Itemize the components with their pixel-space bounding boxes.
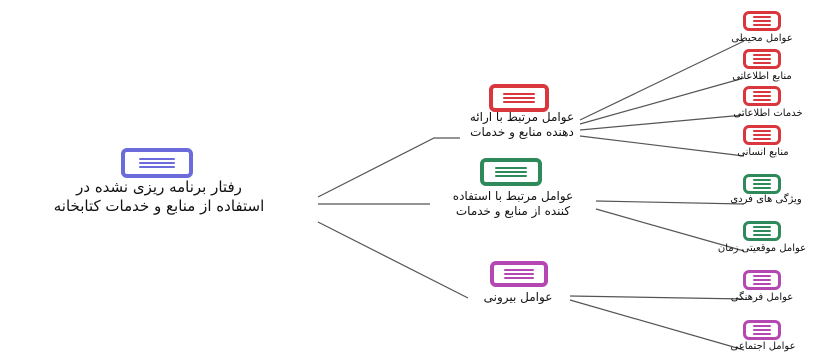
connector-line (579, 77, 745, 125)
connector-line (579, 40, 745, 121)
leaf-icon (743, 320, 781, 340)
connector-line (595, 208, 745, 252)
leaf-label: منابع انسانی (737, 147, 789, 158)
user-label-line-1: عوامل مرتبط با استفاده (452, 189, 574, 203)
supply-label-line-2: دهنده منابع و خدمات (470, 125, 574, 139)
user-node-icon (480, 158, 542, 186)
leaf-label: عوامل فرهنگی (730, 292, 794, 303)
leaf-icon (743, 270, 781, 290)
root-label-line-2: استفاده از منابع و خدمات کتابخانه (53, 196, 265, 215)
supply-label-line-1: عوامل مرتبط با ارائه (469, 110, 575, 124)
leaf-label: خدمات اطلاعاتی (733, 108, 803, 119)
leaf-label: عوامل موقعیتی زمان (717, 243, 807, 254)
leaf-icon (743, 86, 781, 106)
connector-line (317, 137, 460, 198)
supply-node-icon (489, 84, 549, 112)
supply-label: عوامل مرتبط با ارائه دهنده منابع و خدمات (432, 110, 612, 140)
leaf-icon (743, 125, 781, 145)
external-label: عوامل بیرونی (462, 290, 574, 305)
leaf-icon (743, 221, 781, 241)
leaf-label: عوامل محیطی (731, 33, 793, 44)
connector-line (579, 135, 745, 157)
leaf-label: منابع اطلاعاتی (732, 71, 792, 82)
external-node-icon (490, 261, 548, 287)
external-label-line-1: عوامل بیرونی (483, 290, 553, 304)
user-label: عوامل مرتبط با استفاده کننده از منابع و … (418, 189, 608, 219)
leaf-label: ویژگی های فردی (730, 194, 802, 205)
leaf-icon (743, 11, 781, 31)
user-label-line-2: کننده از منابع و خدمات (455, 204, 571, 218)
root-label: رفتار برنامه ریزی نشده در استفاده از منا… (0, 178, 318, 216)
root-node-icon (121, 148, 193, 178)
leaf-icon (743, 49, 781, 69)
root-label-line-1: رفتار برنامه ریزی نشده در (76, 178, 242, 196)
connector-line (317, 221, 469, 299)
connector-line (579, 114, 745, 131)
leaf-label: عوامل اجتماعی (730, 341, 796, 352)
leaf-icon (743, 174, 781, 194)
connector-line (569, 299, 745, 351)
connector-line (595, 200, 745, 205)
connector-line (569, 295, 745, 300)
